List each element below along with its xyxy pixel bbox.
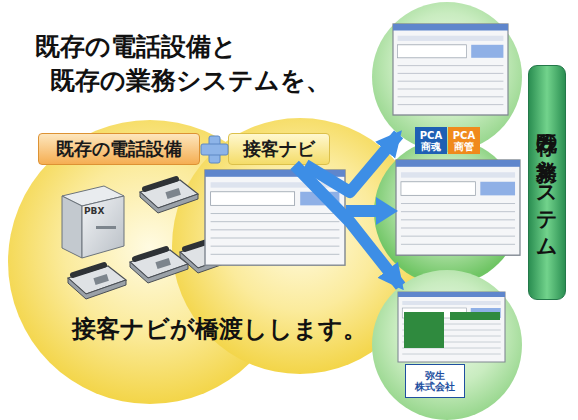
node-text: 接客ナビ xyxy=(243,137,315,161)
diagram-title: 既存の電話設備と 既存の業務システムを、 xyxy=(35,30,380,98)
node-text: 既存の電話設備 xyxy=(56,137,182,161)
green-circle xyxy=(374,139,520,285)
product-box: 接客ナビ xyxy=(228,133,330,165)
flow-arrow xyxy=(346,197,398,225)
plus-sign xyxy=(209,136,220,163)
yellow-circle xyxy=(8,118,428,404)
pbx-cabinet xyxy=(62,196,82,258)
pbx-cabinet xyxy=(62,186,124,258)
system-band: 既存の業務システム xyxy=(528,65,566,300)
telephone xyxy=(180,239,238,273)
caption-text: 接客ナビが橋渡しします。 xyxy=(72,313,367,345)
system-circle: PCA 商魂PCA 商管 xyxy=(372,2,522,152)
telephone xyxy=(140,179,198,213)
pbx-cabinet xyxy=(96,226,116,229)
app-screenshot xyxy=(396,160,520,255)
product-logo: PCA 商管 xyxy=(448,127,480,154)
node-text: 既存の業務システム xyxy=(533,118,561,247)
product-logo: 弥生 株式会社 xyxy=(405,364,465,398)
equipment-box: 既存の電話設備 xyxy=(38,133,200,165)
flow-arrow xyxy=(376,197,398,225)
telephone xyxy=(68,265,126,299)
pbx-cabinet xyxy=(62,186,124,206)
telephone xyxy=(130,249,188,283)
flow-arrow xyxy=(295,165,401,286)
green-circle xyxy=(374,139,520,285)
telephone xyxy=(68,179,238,299)
plus-sign xyxy=(201,136,228,163)
plus-sign xyxy=(201,144,228,155)
pbx-cabinet xyxy=(82,196,124,258)
system-circle: 弥生 株式会社 xyxy=(372,270,522,420)
app-screenshot xyxy=(205,170,345,265)
product-logo: PCA 商魂 xyxy=(415,127,447,154)
flow-arrow xyxy=(346,205,378,217)
device-label: PBX xyxy=(84,206,104,216)
